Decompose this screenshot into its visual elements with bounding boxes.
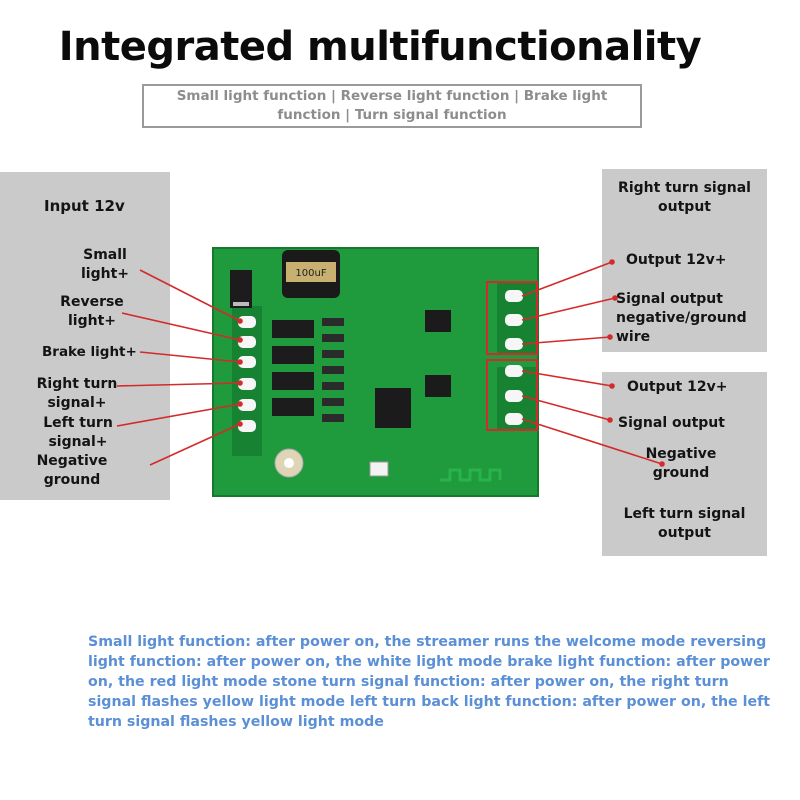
small-ic-top (425, 310, 451, 332)
capacitor: 100uF (282, 250, 340, 298)
label-negative-ground: Negative ground (36, 453, 108, 488)
right-pad-group-box-top (486, 281, 538, 355)
diode (230, 270, 252, 308)
left-callout-lines (116, 269, 243, 466)
main-ic (375, 388, 411, 428)
page-title: Integrated multifunctionality (58, 24, 702, 70)
subtitle-text: Small light function | Reverse light fun… (176, 88, 608, 123)
label-negative-ground-right: Negative ground (645, 446, 717, 481)
label-right-turn-signal: Right turn signal+ (36, 376, 118, 411)
label-right-turn-output: Right turn signal output (618, 180, 751, 215)
label-small-light: Small light+ (80, 247, 129, 282)
antenna-trace (440, 468, 502, 482)
resistor-column (322, 318, 344, 422)
pcb-board (213, 248, 538, 496)
left-pads (232, 306, 262, 456)
label-output-12v-top: Output 12v+ (626, 252, 727, 268)
right-pad-group-box-bottom (486, 359, 538, 431)
svg-text:100uF: 100uF (295, 268, 326, 279)
right-info-panel-top (602, 169, 767, 352)
left-info-panel (0, 172, 170, 500)
small-ic-bottom (425, 375, 451, 397)
right-info-panel-bottom (602, 372, 767, 556)
label-signal-output-negative: Signal output negative/ground wire (616, 291, 747, 345)
label-input-12v: Input 12v (44, 197, 125, 215)
right-callout-lines (521, 259, 665, 467)
label-output-12v-bottom: Output 12v+ (627, 379, 728, 395)
subtitle-box: Small light function | Reverse light fun… (142, 84, 642, 128)
label-left-turn-output: Left turn signal output (623, 506, 746, 541)
function-description: Small light function: after power on, th… (88, 634, 771, 730)
label-brake-light: Brake light+ (42, 344, 137, 360)
mosfet-column (272, 320, 314, 416)
label-left-turn-signal: Left turn signal+ (43, 415, 113, 450)
label-reverse-light: Reverse light+ (60, 294, 124, 329)
label-signal-output: Signal output (618, 415, 725, 431)
